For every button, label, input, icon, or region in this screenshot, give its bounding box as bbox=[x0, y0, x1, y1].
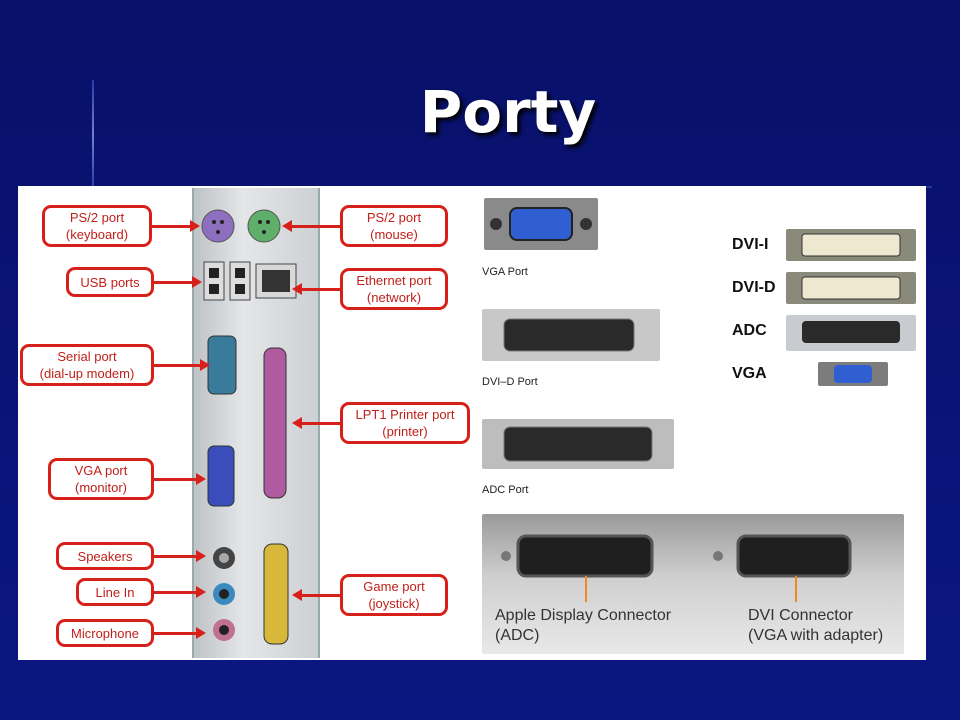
decor-vertical-line bbox=[92, 80, 94, 190]
label-vga-right: VGA bbox=[732, 365, 767, 382]
dvi-i-photo bbox=[786, 229, 916, 261]
label-serial: Serial port (dial-up modem) bbox=[20, 344, 154, 386]
label-dvi-i: DVI-I bbox=[732, 236, 769, 253]
vga-port-photo bbox=[484, 198, 598, 250]
adc-port-photo bbox=[482, 419, 674, 469]
arrow-vga bbox=[154, 473, 206, 485]
caption-vga-port: VGA Port bbox=[482, 266, 528, 278]
io-ports-drawing bbox=[201, 209, 297, 645]
label-line-in: Line In bbox=[76, 578, 154, 606]
dvid-port-photo bbox=[482, 309, 660, 361]
label-vga: VGA port (monitor) bbox=[48, 458, 154, 500]
dvi-d-photo bbox=[786, 272, 916, 304]
label-microphone: Microphone bbox=[56, 619, 154, 647]
label-speakers: Speakers bbox=[56, 542, 154, 570]
adc-photo bbox=[786, 315, 916, 351]
arrow-ethernet bbox=[292, 283, 340, 295]
graphics-card-photo bbox=[482, 514, 904, 654]
arrow-microphone bbox=[154, 627, 206, 639]
label-ps2-keyboard: PS/2 port (keyboard) bbox=[42, 205, 152, 247]
caption-dvid-port: DVI–D Port bbox=[482, 376, 538, 388]
label-usb: USB ports bbox=[66, 267, 154, 297]
arrow-game bbox=[292, 589, 340, 601]
label-adc: ADC bbox=[732, 322, 767, 339]
arrow-line-in bbox=[154, 586, 206, 598]
caption-apple-display-connector: Apple Display Connector (ADC) bbox=[495, 607, 672, 644]
label-ethernet: Ethernet port (network) bbox=[340, 268, 448, 310]
label-ps2-mouse: PS/2 port (mouse) bbox=[340, 205, 448, 247]
arrow-ps2-mouse bbox=[282, 220, 340, 232]
arrow-lpt1 bbox=[292, 417, 340, 429]
caption-dvi-connector: DVI Connector (VGA with adapter) bbox=[748, 607, 884, 644]
label-lpt1: LPT1 Printer port (printer) bbox=[340, 402, 470, 444]
arrow-serial bbox=[154, 359, 210, 371]
caption-adc-port: ADC Port bbox=[482, 484, 529, 496]
label-game: Game port (joystick) bbox=[340, 574, 448, 616]
arrow-ps2-keyboard bbox=[152, 225, 192, 228]
arrow-speakers bbox=[154, 550, 206, 562]
arrow-usb bbox=[154, 276, 202, 288]
vga-photo bbox=[818, 362, 888, 386]
label-dvi-d: DVI-D bbox=[732, 279, 776, 296]
slide-title: Porty bbox=[419, 78, 597, 146]
